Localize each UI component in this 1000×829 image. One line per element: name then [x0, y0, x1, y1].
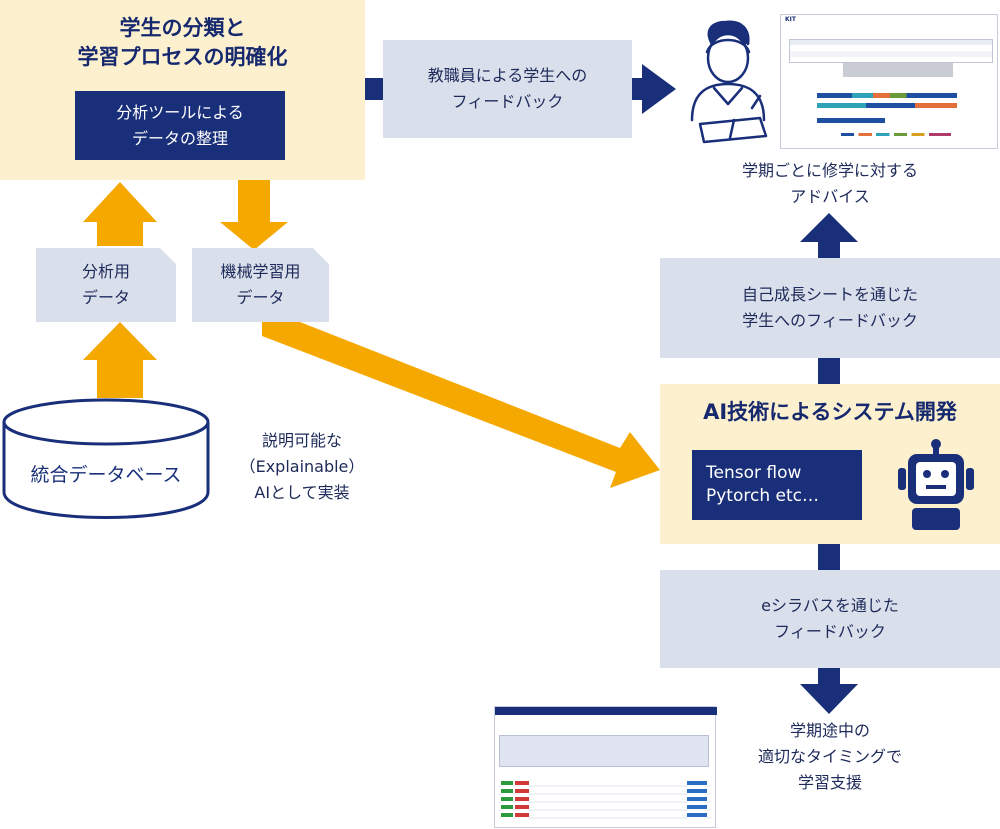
framework-tensorflow: Tensor flow: [706, 463, 802, 483]
explainable-text: 説明可能な （Explainable） AIとして実装: [222, 428, 382, 506]
semester-advice-line2: アドバイス: [790, 187, 870, 206]
esyllabus-line1: eシラバスを通じた: [761, 596, 899, 615]
report-bar-2: [817, 103, 957, 108]
analysis-tool-box: 分析ツールによる データの整理: [75, 91, 285, 160]
explainable-line1: 説明可能な: [261, 431, 342, 450]
ai-system-panel: AI技術によるシステム開発 Tensor flow Pytorch etc…: [660, 384, 1000, 544]
arrow-analysis-to-top: [83, 182, 157, 246]
report-table: [789, 39, 993, 63]
frameworks-box: Tensor flow Pytorch etc…: [692, 450, 862, 520]
arrow-esyllabus-to-support: [800, 668, 858, 714]
analysis-data-line1: 分析用: [81, 262, 130, 281]
arrow-ml-to-ai: [262, 322, 660, 488]
faculty-feedback-line2: フィードバック: [451, 92, 564, 111]
esyllabus-header-bar: [495, 707, 717, 715]
classification-title-line1: 学生の分類と: [119, 16, 246, 40]
analysis-data-line2: データ: [81, 288, 130, 307]
database-label: 統合データベース: [4, 462, 208, 489]
kit-logo: KIT: [785, 16, 796, 23]
analysis-data-box: 分析用 データ: [36, 248, 176, 322]
esyllabus-green-buttons: [501, 781, 513, 821]
report-gray-band: [843, 63, 953, 77]
connector-ai-growth: [818, 358, 840, 384]
arrow-db-to-analysis: [83, 322, 157, 398]
mid-support-line2: 適切なタイミングで: [757, 747, 902, 766]
mid-support-line1: 学期途中の: [789, 721, 870, 740]
explainable-line2: （Explainable）: [239, 457, 365, 476]
mid-support-line3: 学習支援: [797, 773, 862, 792]
arrow-faculty-to-teacher: [632, 64, 676, 114]
faculty-feedback-box: 教職員による学生への フィードバック: [383, 40, 632, 138]
explainable-line3: AIとして実装: [254, 483, 350, 502]
connector-ai-esyllabus: [818, 544, 840, 570]
classification-panel: 学生の分類と 学習プロセスの明確化 分析ツールによる データの整理: [0, 0, 365, 180]
database-label-text: 統合データベース: [30, 464, 182, 486]
ai-system-title: AI技術によるシステム開発: [660, 398, 1000, 427]
self-growth-line1: 自己成長シートを通じた: [741, 285, 918, 304]
esyllabus-line2: フィードバック: [774, 622, 886, 641]
esyllabus-red-buttons: [515, 781, 529, 821]
semester-advice-line1: 学期ごとに修学に対する: [741, 161, 918, 180]
self-growth-feedback-box: 自己成長シートを通じた 学生へのフィードバック: [660, 258, 1000, 358]
esyllabus-feedback-box: eシラバスを通じた フィードバック: [660, 570, 1000, 668]
esyllabus-table: [499, 779, 711, 823]
arrow-top-to-ml: [220, 180, 288, 250]
arrow-growth-to-advice: [800, 213, 858, 258]
report-bar-1: [817, 93, 957, 98]
report-sheet-screenshot: KIT: [780, 14, 998, 149]
self-growth-line2: 学生へのフィードバック: [742, 311, 918, 330]
report-bar-3: [817, 118, 885, 123]
esyllabus-blue-buttons: [687, 781, 707, 821]
analysis-tool-line2: データの整理: [131, 128, 228, 148]
robot-icon: [898, 439, 974, 530]
arrow-top-to-faculty: [365, 78, 385, 100]
esyllabus-screenshot: [494, 706, 717, 828]
classification-title: 学生の分類と 学習プロセスの明確化: [0, 14, 365, 72]
faculty-feedback-line1: 教職員による学生への: [427, 66, 588, 85]
esyllabus-form: [499, 735, 709, 767]
semester-advice-text: 学期ごとに修学に対する アドバイス: [680, 158, 980, 210]
ai-system-title-text: AI技術によるシステム開発: [703, 400, 957, 424]
ml-data-line2: データ: [236, 288, 285, 307]
report-legend: [841, 133, 951, 136]
ml-data-box: 機械学習用 データ: [192, 248, 329, 322]
framework-pytorch: Pytorch etc…: [706, 486, 819, 506]
mid-support-text: 学期途中の 適切なタイミングで 学習支援: [700, 718, 960, 796]
ml-data-line1: 機械学習用: [220, 262, 301, 281]
classification-title-line2: 学習プロセスの明確化: [77, 45, 288, 69]
analysis-tool-line1: 分析ツールによる: [116, 102, 244, 122]
